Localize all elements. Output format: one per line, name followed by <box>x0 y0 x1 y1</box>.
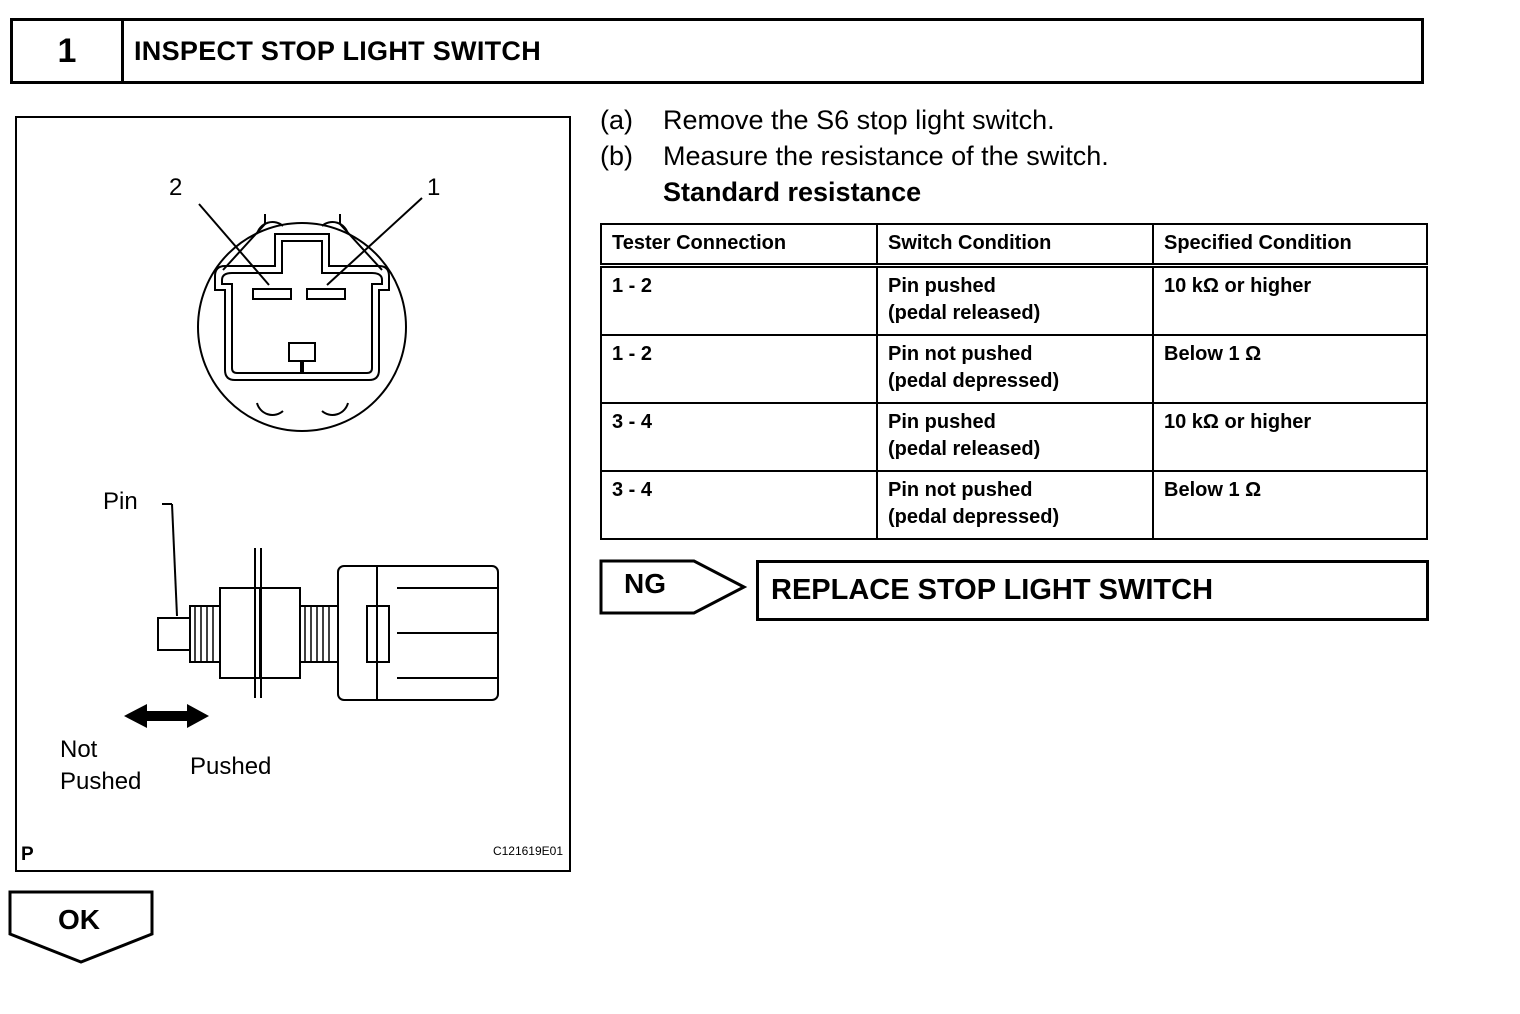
pushed-label: Pushed <box>190 753 272 780</box>
tester-connection: 3 - 4 <box>600 470 878 540</box>
table-header-row: Tester Connection Switch Condition Speci… <box>600 223 1428 268</box>
step-title: INSPECT STOP LIGHT SWITCH <box>134 35 542 66</box>
table-row: 3 - 4 Pin pushed(pedal released) 10 kΩ o… <box>600 402 1428 472</box>
tester-connection: 3 - 4 <box>600 402 878 472</box>
switch-illustration: 2 1 Pin Not Pushed Pushed P C121619E01 <box>15 116 571 872</box>
resistance-table: Tester Connection Switch Condition Speci… <box>600 223 1428 540</box>
standard-label: Standard resistance <box>663 177 922 207</box>
column-header: Tester Connection <box>600 223 878 268</box>
switch-condition: Pin pushed(pedal released) <box>876 402 1154 472</box>
instruction-a: (a) Remove the S6 stop light switch. <box>600 102 1109 138</box>
step-number: 1 <box>13 21 124 81</box>
ng-action-box: REPLACE STOP LIGHT SWITCH <box>756 560 1429 621</box>
tester-connection: 1 - 2 <box>600 264 878 336</box>
instruction-b: (b) Measure the resistance of the switch… <box>600 138 1109 174</box>
instruction-text: Remove the S6 stop light switch. <box>663 105 1055 135</box>
column-header: Switch Condition <box>876 223 1154 268</box>
figure-corner-mark: P <box>21 844 34 865</box>
switch-condition: Pin pushed(pedal released) <box>876 264 1154 336</box>
specified-condition: 10 kΩ or higher <box>1152 402 1428 472</box>
step-header: 1 INSPECT STOP LIGHT SWITCH <box>10 18 1424 84</box>
double-arrow-icon <box>124 704 209 728</box>
ok-label: OK <box>58 904 100 935</box>
specified-condition: 10 kΩ or higher <box>1152 264 1428 336</box>
connector-outline <box>197 222 407 432</box>
instruction-text: Measure the resistance of the switch. <box>663 141 1109 171</box>
switch-condition: Pin not pushed(pedal depressed) <box>876 470 1154 540</box>
terminal-1 <box>306 288 346 300</box>
instruction-label: (b) <box>600 141 633 171</box>
connector-label-1: 1 <box>427 174 441 201</box>
pin-label: Pin <box>103 488 138 515</box>
terminal-2 <box>252 288 292 300</box>
table-row: 1 - 2 Pin pushed(pedal released) 10 kΩ o… <box>600 264 1428 336</box>
instructions: (a) Remove the S6 stop light switch. (b)… <box>600 102 1109 210</box>
ok-arrow-icon <box>8 890 154 964</box>
switch-drawing <box>124 197 499 728</box>
switch-condition: Pin not pushed(pedal depressed) <box>876 334 1154 404</box>
figure-code: C121619E01 <box>492 844 563 858</box>
column-header: Specified Condition <box>1152 223 1428 268</box>
not-pushed-label: Not Pushed <box>60 736 142 795</box>
ng-arrow-icon <box>599 559 748 615</box>
instruction-label: (a) <box>600 105 633 135</box>
ng-label: NG <box>624 568 666 599</box>
table-row: 1 - 2 Pin not pushed(pedal depressed) Be… <box>600 334 1428 404</box>
connector-label-2: 2 <box>169 174 183 201</box>
specified-condition: Below 1 Ω <box>1152 470 1428 540</box>
specified-condition: Below 1 Ω <box>1152 334 1428 404</box>
connector-housing <box>214 233 390 381</box>
table-row: 3 - 4 Pin not pushed(pedal depressed) Be… <box>600 470 1428 540</box>
tester-connection: 1 - 2 <box>600 334 878 404</box>
